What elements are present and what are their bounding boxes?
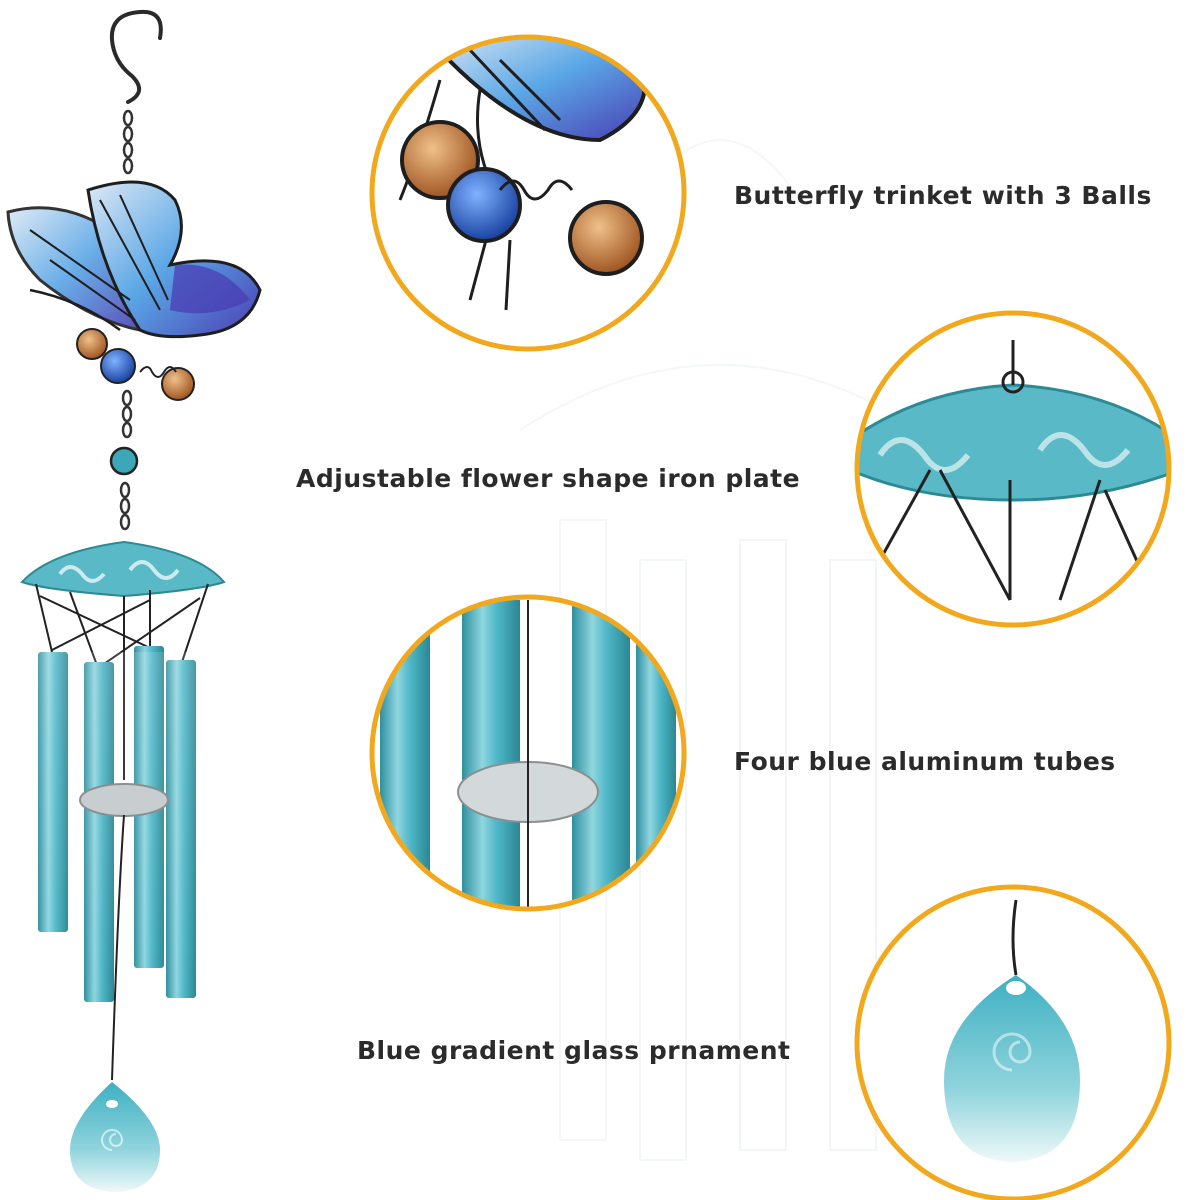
- caption-tubes: Four blue aluminum tubes: [734, 747, 1116, 776]
- detail-bubble-butterfly: [369, 34, 687, 352]
- detail-bubble-plate: [854, 310, 1172, 628]
- butterfly-icon: [6, 180, 262, 401]
- caption-ornament: Blue gradient glass prnament: [357, 1036, 791, 1065]
- chime-tubes: [38, 646, 196, 1002]
- detail-bubble-tubes: [369, 594, 687, 912]
- hook-icon: [109, 9, 163, 104]
- wind-chime-icon: [6, 9, 262, 1192]
- glass-drop-icon: [70, 1082, 160, 1192]
- caption-plate: Adjustable flower shape iron plate: [296, 464, 801, 493]
- detail-bubble-ornament: [854, 884, 1172, 1200]
- caption-butterfly: Butterfly trinket with 3 Balls: [734, 181, 1152, 210]
